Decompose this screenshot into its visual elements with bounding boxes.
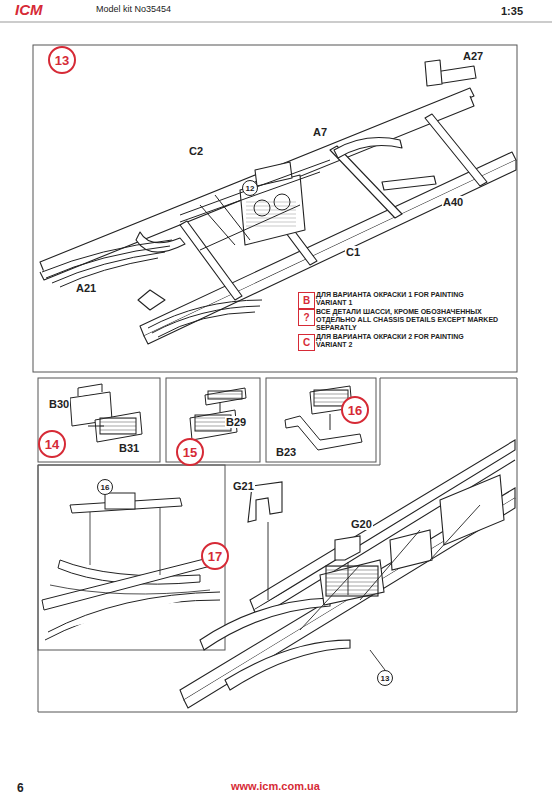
callout-number: 13 (377, 670, 393, 686)
node-text: 13 (381, 674, 390, 683)
legend-letter-box: B (298, 292, 315, 309)
callout-number: 12 (242, 180, 258, 196)
part-number: B31 (118, 442, 140, 454)
node-text: B (303, 295, 310, 306)
step-number: 17 (201, 542, 229, 570)
part-number: B29 (225, 416, 247, 428)
logo: ICM (14, 2, 44, 19)
part-number: G20 (350, 518, 373, 530)
part-number: A27 (462, 50, 484, 62)
page-number: 6 (16, 782, 25, 795)
part-number: C2 (188, 145, 204, 157)
legend-text: ВСЕ ДЕТАЛИ ШАССИ, КРОМЕ ОБОЗНАЧЕННЫХ ОТД… (316, 308, 516, 332)
legend-text: ДЛЯ ВАРИАНТА ОКРАСКИ 2 FOR PAINTING VARI… (316, 333, 486, 349)
part-number: A21 (75, 282, 97, 294)
node-text: 13 (55, 53, 69, 68)
node-text: 14 (45, 437, 59, 452)
node-text: 16 (101, 483, 110, 492)
legend-letter-box: C (298, 334, 315, 351)
node-text: 12 (246, 184, 255, 193)
step-number: 14 (38, 430, 66, 458)
node-text: 16 (348, 403, 362, 418)
node-text: ? (303, 312, 309, 323)
part-number: A7 (312, 126, 328, 138)
step-number: 15 (176, 438, 204, 466)
part-number: A40 (442, 196, 464, 208)
header-title: Model kit No35454 (95, 5, 172, 15)
part-number: C1 (345, 246, 361, 258)
legend-text: ДЛЯ ВАРИАНТА ОКРАСКИ 1 FOR PAINTING VARI… (316, 291, 486, 307)
website: www.icm.com.ua (230, 780, 321, 792)
part-number: B30 (48, 398, 70, 410)
legend-letter-box: ? (298, 309, 315, 326)
step-number: 16 (341, 396, 369, 424)
node-text: 15 (183, 445, 197, 460)
callout-number: 16 (97, 479, 113, 495)
step-number: 13 (48, 46, 76, 74)
part-number: G21 (232, 480, 255, 492)
scale: 1:35 (500, 5, 524, 17)
node-text: 17 (208, 549, 222, 564)
node-text: C (303, 337, 310, 348)
part-number: B23 (275, 446, 297, 458)
